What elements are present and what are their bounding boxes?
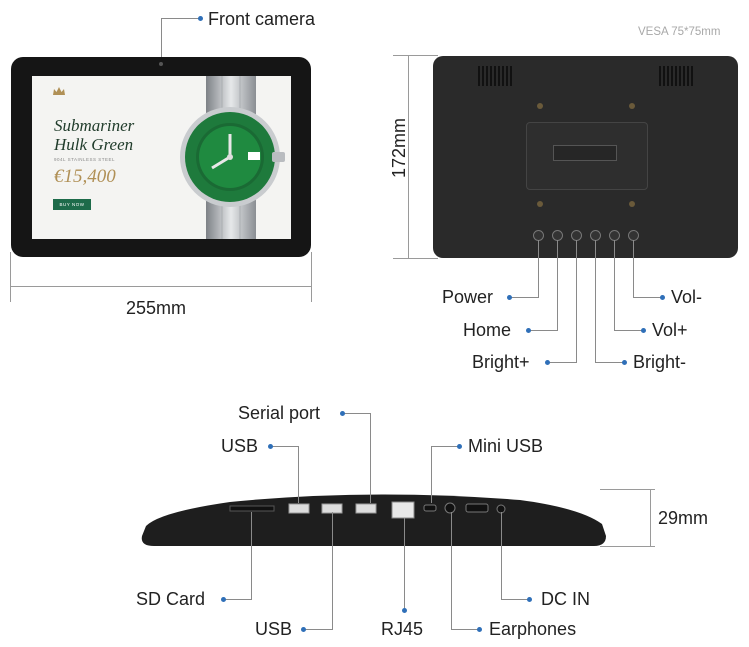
- mini-usb-leader-h: [431, 446, 459, 447]
- power-leader-h: [510, 297, 539, 298]
- height-dim-line: [408, 55, 409, 259]
- watch-image: [180, 76, 285, 239]
- power-label: Power: [442, 287, 494, 307]
- vesa-plate: [526, 122, 648, 190]
- earphones-dot: [477, 627, 482, 632]
- tablet-front-view: Submariner Hulk Green 904L STAINLESS STE…: [11, 57, 311, 257]
- vesa-screw: [629, 103, 635, 109]
- tablet-back-view: [433, 56, 738, 258]
- serial-port-label: Serial port: [238, 403, 321, 423]
- earphones-leader-h: [451, 629, 479, 630]
- mini-usb-leader-v: [431, 446, 432, 503]
- rj45-port: [391, 501, 415, 519]
- sd-dot: [221, 597, 226, 602]
- vesa-screw: [537, 103, 543, 109]
- usb-bottom-leader-h: [304, 629, 333, 630]
- depth-dim-tick-top: [600, 489, 655, 490]
- serial-dot: [340, 411, 345, 416]
- tablet-screen: Submariner Hulk Green 904L STAINLESS STE…: [32, 76, 291, 239]
- screen-title-line1: Submariner: [54, 116, 135, 135]
- screen-price: €15,400: [54, 166, 116, 187]
- serial-leader-v: [370, 413, 371, 503]
- rj45-label: RJ45: [381, 619, 424, 639]
- bright-plus-label: Bright+: [472, 352, 530, 372]
- usb-top-leader-v: [298, 446, 299, 503]
- height-dim-tick-top: [393, 55, 438, 56]
- vesa-screw: [537, 201, 543, 207]
- front-camera-dot: [198, 16, 203, 21]
- usb-top-leader-h: [271, 446, 299, 447]
- width-dim-line: [10, 286, 312, 287]
- depth-dim-line: [650, 489, 651, 547]
- power-dot: [507, 295, 512, 300]
- height-dim-tick-bottom: [393, 258, 438, 259]
- front-camera-label: Front camera: [208, 9, 316, 29]
- screen-subtitle: 904L STAINLESS STEEL: [54, 157, 116, 162]
- bright-plus-leader-h: [548, 362, 577, 363]
- usb-port-3: [355, 503, 377, 514]
- mini-usb-label: Mini USB: [468, 436, 544, 456]
- bright-plus-dot: [545, 360, 550, 365]
- depth-dim-tick-bottom: [600, 546, 655, 547]
- home-leader-v: [557, 240, 558, 331]
- dc-in-leader-h: [501, 599, 529, 600]
- dc-in-leader-v: [501, 512, 502, 600]
- earphone-jack: [444, 502, 456, 514]
- screen-buy-button[interactable]: BUY NOW: [53, 199, 91, 210]
- front-camera-leader-h: [161, 18, 199, 19]
- tablet-side-view: [141, 494, 606, 546]
- usb-bottom-dot: [301, 627, 306, 632]
- vol-minus-dot: [660, 295, 665, 300]
- sd-leader-h: [224, 599, 252, 600]
- height-dim-label: 172mm: [389, 117, 409, 178]
- vesa-label: VESA 75*75mm: [638, 26, 721, 38]
- vol-minus-leader-v: [633, 240, 634, 298]
- hdmi-port: [465, 503, 489, 513]
- bright-minus-label: Bright-: [633, 352, 687, 372]
- bright-minus-leader-v: [595, 240, 596, 363]
- dc-in-dot: [527, 597, 532, 602]
- vol-plus-leader-v: [614, 240, 615, 331]
- vesa-screw: [629, 201, 635, 207]
- vent-right: [659, 66, 693, 86]
- sd-card-label: SD Card: [136, 589, 206, 609]
- power-leader-v: [538, 240, 539, 298]
- usb-port-1: [288, 503, 310, 514]
- vol-minus-leader-h: [633, 297, 662, 298]
- bright-minus-leader-h: [595, 362, 624, 363]
- rj45-dot: [402, 608, 407, 613]
- width-dim-tick-left: [10, 252, 11, 302]
- home-leader-h: [529, 330, 558, 331]
- vol-plus-leader-h: [614, 330, 643, 331]
- width-dim-tick-right: [311, 252, 312, 302]
- front-camera-leader-v: [161, 18, 162, 60]
- home-label: Home: [463, 320, 512, 340]
- usb-bottom-leader-v: [332, 512, 333, 630]
- mini-usb-dot: [457, 444, 462, 449]
- serial-leader-h: [343, 413, 371, 414]
- crown-logo-icon: [53, 87, 65, 95]
- bright-minus-dot: [622, 360, 627, 365]
- earphones-label: Earphones: [489, 619, 577, 639]
- vol-plus-dot: [641, 328, 646, 333]
- earphones-leader-v: [451, 512, 452, 630]
- vol-minus-label: Vol-: [671, 287, 703, 307]
- usb-top-label: USB: [221, 436, 259, 456]
- usb-bottom-label: USB: [255, 619, 293, 639]
- sd-leader-v: [251, 512, 252, 600]
- bright-plus-leader-v: [576, 240, 577, 363]
- screen-title-line2: Hulk Green: [54, 135, 134, 154]
- dc-in-label: DC IN: [541, 589, 590, 609]
- usb-top-dot: [268, 444, 273, 449]
- vol-plus-label: Vol+: [652, 320, 688, 340]
- vent-left: [478, 66, 512, 86]
- front-camera: [159, 62, 163, 66]
- home-dot: [526, 328, 531, 333]
- mini-usb-port: [423, 504, 437, 512]
- rj45-leader-v: [404, 518, 405, 610]
- width-dim-label: 255mm: [126, 298, 187, 318]
- depth-dim-label: 29mm: [658, 508, 709, 528]
